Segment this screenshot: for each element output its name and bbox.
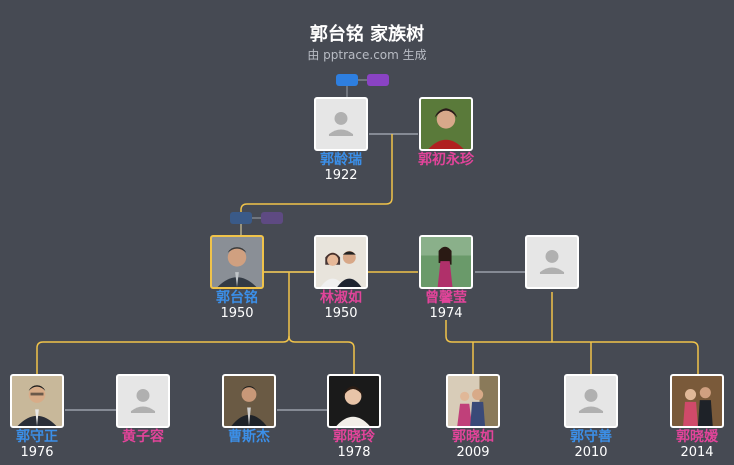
person-birth-year: 2010: [574, 445, 608, 460]
expand-female-line-toggle[interactable]: [367, 74, 389, 86]
person-name: 郭晓玲: [333, 429, 375, 445]
person-node[interactable]: [515, 235, 589, 289]
expand-male-line-toggle[interactable]: [230, 212, 252, 224]
person-birth-year: 2009: [456, 445, 490, 460]
avatar-placeholder-icon: [564, 374, 618, 428]
person-node[interactable]: 曾馨莹 1974: [409, 235, 483, 321]
person-name: 郭晓嫒: [676, 429, 718, 445]
man-suit: [222, 374, 276, 428]
person-name: 郭守善: [570, 429, 612, 445]
person-node[interactable]: 郭晓如 2009: [436, 374, 510, 460]
person-node[interactable]: 郭守善 2010: [554, 374, 628, 460]
person-node[interactable]: 郭晓嫒 2014: [660, 374, 734, 460]
person-name: 郭守正: [16, 429, 58, 445]
woman-pink-dress: [419, 235, 473, 289]
person-node[interactable]: 郭初永珍: [409, 97, 483, 168]
family-photo: [446, 374, 500, 428]
person-node[interactable]: 林淑如 1950: [304, 235, 378, 321]
couple-portrait: [314, 235, 368, 289]
person-birth-year: 2014: [680, 445, 714, 460]
person-node[interactable]: 郭守正 1976: [0, 374, 74, 460]
person-birth-year: 1950: [220, 306, 254, 321]
person-node[interactable]: 曹斯杰: [212, 374, 286, 445]
woman-portrait: [327, 374, 381, 428]
avatar-placeholder-icon: [314, 97, 368, 151]
person-name: 林淑如: [320, 290, 362, 306]
person-birth-year: 1950: [324, 306, 358, 321]
person-name: 郭初永珍: [418, 152, 474, 168]
person-name: 黄子容: [122, 429, 164, 445]
person-node[interactable]: 郭龄瑞 1922: [304, 97, 378, 183]
person-birth-year: 1978: [337, 445, 371, 460]
person-node[interactable]: 郭晓玲 1978: [317, 374, 391, 460]
descent-line: [240, 134, 393, 235]
person-name: 郭龄瑞: [320, 152, 362, 168]
expand-female-line-toggle[interactable]: [261, 212, 283, 224]
avatar-placeholder-icon: [525, 235, 579, 289]
avatar-placeholder-icon: [116, 374, 170, 428]
person-birth-year: 1974: [429, 306, 463, 321]
person-name: 郭台铭: [216, 290, 258, 306]
page-title: 郭台铭 家族树: [309, 24, 425, 45]
person-node[interactable]: 郭台铭 1950: [200, 235, 274, 321]
family-photo: [670, 374, 724, 428]
elderly-woman-portrait: [419, 97, 473, 151]
person-birth-year: 1976: [20, 445, 54, 460]
page-subtitle: 由 pptrace.com 生成: [307, 48, 427, 62]
young-man-suit: [10, 374, 64, 428]
man-portrait: [210, 235, 264, 289]
descent-line: [288, 335, 355, 374]
expand-male-line-toggle[interactable]: [336, 74, 358, 86]
person-birth-year: 1922: [324, 168, 358, 183]
person-name: 曾馨莹: [425, 290, 467, 306]
person-node[interactable]: 黄子容: [106, 374, 180, 445]
person-name: 曹斯杰: [228, 429, 270, 445]
person-name: 郭晓如: [452, 429, 494, 445]
descent-line: [445, 320, 699, 374]
